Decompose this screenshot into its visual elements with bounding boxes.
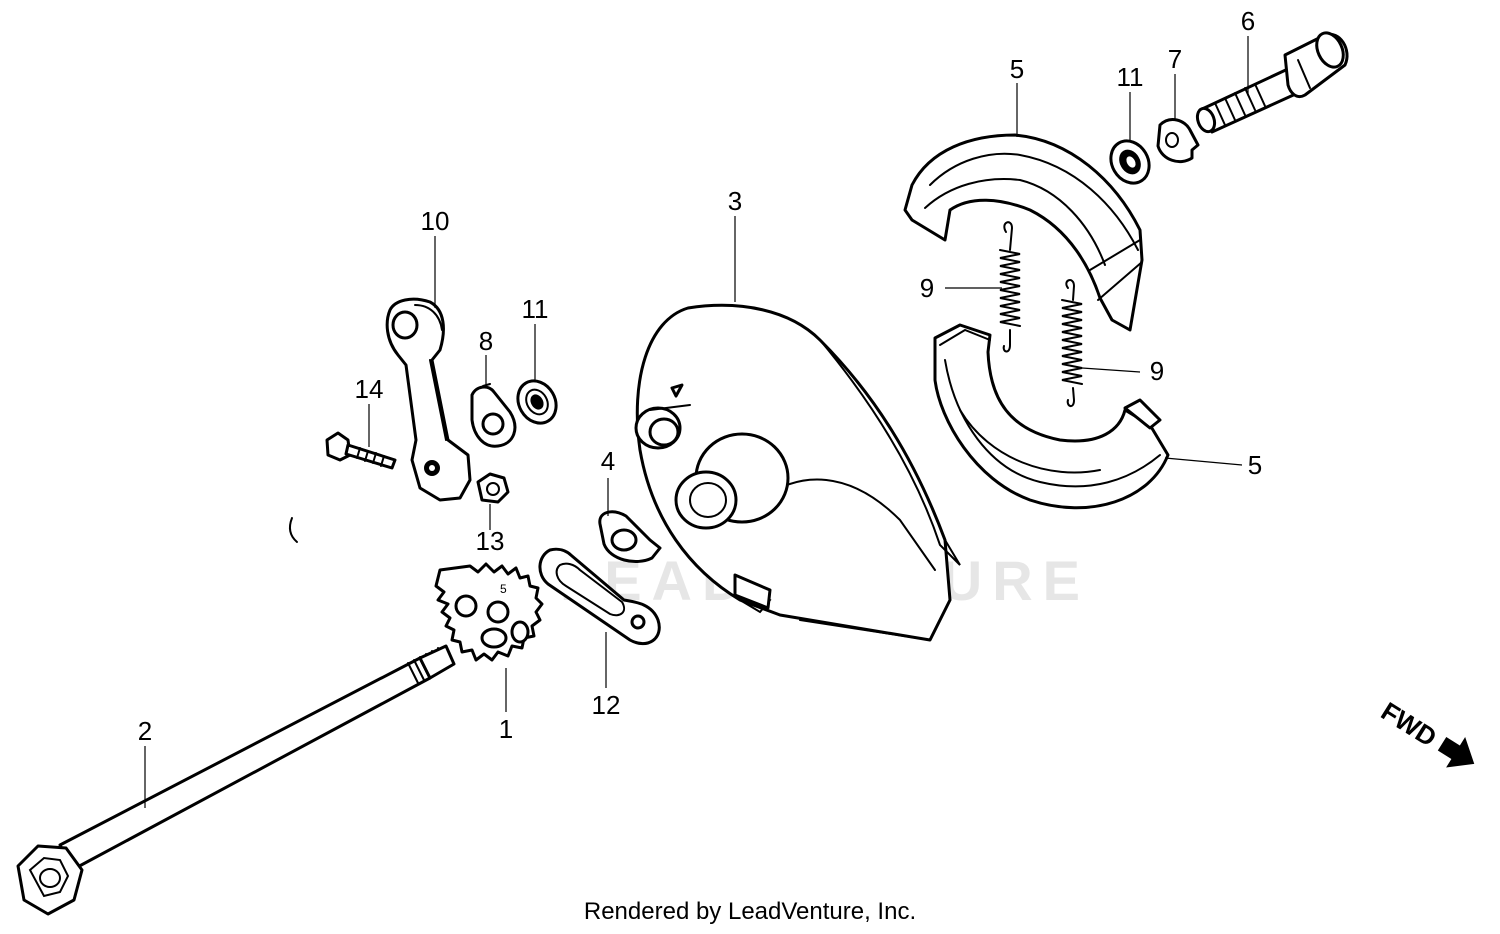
- brake-shoe-lower-part: [933, 323, 1170, 510]
- callout-8: 8: [479, 326, 493, 356]
- seal-right-part: [1109, 139, 1151, 185]
- fwd-label: FWD: [1376, 696, 1442, 753]
- sprocket-plate-part: 5: [434, 562, 544, 662]
- callout-4: 4: [601, 446, 615, 476]
- seal-left-part: [516, 379, 558, 425]
- arrow-icon: [1437, 736, 1475, 768]
- callout-11-right: 11: [1117, 62, 1144, 92]
- forward-direction-indicator: FWD: [1376, 696, 1475, 768]
- callout-6: 6: [1241, 6, 1255, 36]
- brake-panel-part: [634, 303, 961, 642]
- brake-arm-part: [385, 297, 472, 502]
- wear-indicator-part: [1156, 118, 1200, 163]
- stray-mark: [288, 517, 298, 543]
- callout-5-upper: 5: [1010, 54, 1024, 84]
- callout-2: 2: [138, 716, 152, 746]
- callouts: 2 1 3 4 5 5 6 7 8 9 9 10 11 11 12 13 14: [138, 6, 1262, 746]
- adjuster-plate-part: [538, 547, 661, 646]
- callout-9-right: 9: [1150, 356, 1164, 386]
- spring-right-part: [1061, 279, 1083, 407]
- render-credit: Rendered by LeadVenture, Inc.: [583, 898, 917, 925]
- bolt-part: [325, 431, 397, 470]
- callout-11-left: 11: [522, 294, 549, 324]
- callout-3: 3: [728, 186, 742, 216]
- callout-12: 12: [592, 690, 621, 720]
- callout-7: 7: [1168, 44, 1182, 74]
- brake-shoe-upper-part: [903, 133, 1144, 332]
- brake-cam-part: [1195, 31, 1349, 134]
- leader-lines: [144, 36, 1249, 808]
- callout-1: 1: [499, 714, 513, 744]
- callout-13: 13: [476, 526, 505, 556]
- callout-9-left: 9: [920, 273, 934, 303]
- indicator-plate-part: [470, 383, 517, 448]
- callout-10: 10: [421, 206, 450, 236]
- svg-text:5: 5: [500, 582, 507, 596]
- axle-part: [16, 644, 456, 916]
- callout-14: 14: [355, 374, 384, 404]
- spring-left-part: [999, 221, 1021, 353]
- nut-part: [476, 472, 510, 504]
- callout-5-lower: 5: [1248, 450, 1262, 480]
- washer-part: [598, 510, 662, 563]
